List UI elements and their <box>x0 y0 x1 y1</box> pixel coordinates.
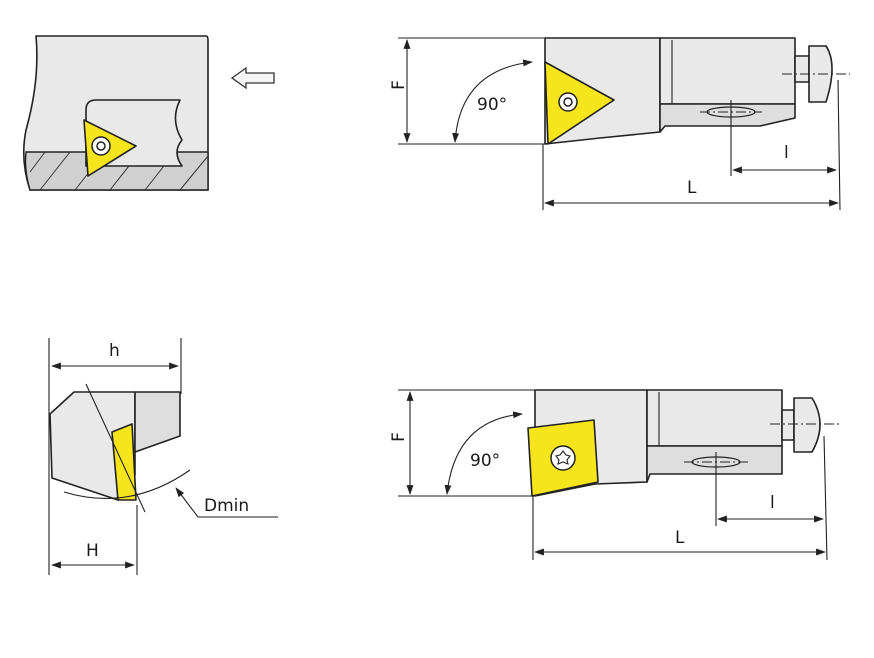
label-dmin: Dmin <box>204 496 249 516</box>
screw-icon <box>558 92 578 112</box>
holder-triangle-view <box>398 37 850 211</box>
screw-icon <box>91 136 111 156</box>
application-view <box>22 35 275 191</box>
insert-edge <box>111 423 137 501</box>
torx-screw-icon <box>550 445 576 471</box>
label-angle-bottom: 90° <box>470 451 500 471</box>
label-H: H <box>86 541 99 561</box>
label-L-bottom: L <box>675 528 685 548</box>
label-F-bottom: F <box>389 432 409 442</box>
end-view <box>48 338 278 575</box>
left-arrow-icon <box>230 66 275 90</box>
label-angle-top: 90° <box>477 95 507 115</box>
label-h: h <box>109 341 120 361</box>
holder-square-view <box>398 389 840 561</box>
label-L-top: L <box>687 178 697 198</box>
insert-triangle <box>544 61 615 145</box>
label-F-top: F <box>389 80 409 90</box>
label-l-top: l <box>784 143 789 163</box>
label-l-bottom: l <box>770 493 775 513</box>
